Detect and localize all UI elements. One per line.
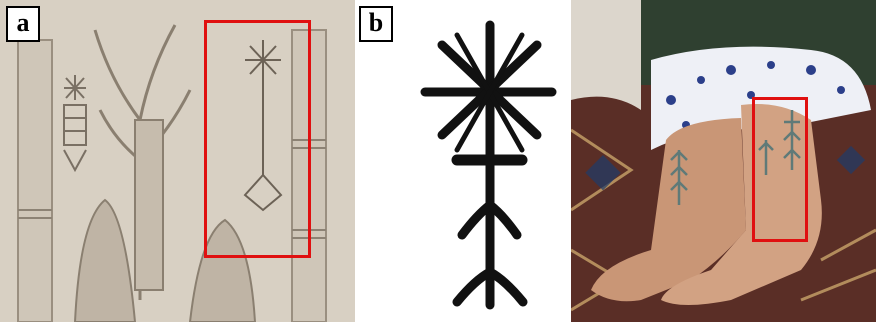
brush-symbol-illustration (420, 20, 557, 310)
tattoo-photo-image (571, 0, 876, 322)
panel-label-a: a (6, 6, 40, 42)
seal-impression-image (0, 0, 355, 322)
symbol-drawing-image (357, 0, 560, 322)
tattoo-photo-illustration (571, 0, 876, 322)
seal-impression-illustration (0, 0, 355, 322)
panel-label-b: b (359, 6, 393, 42)
